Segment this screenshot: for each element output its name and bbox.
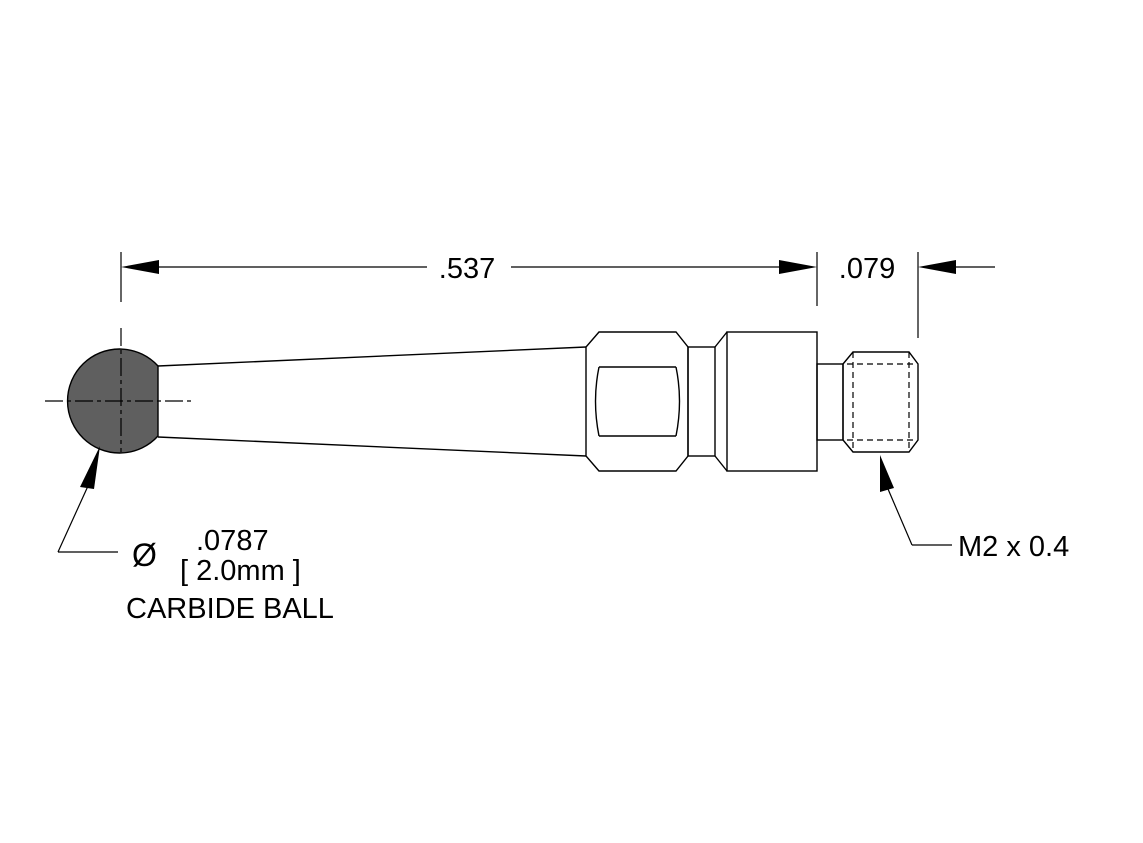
- dimension-537: .537: [121, 253, 817, 285]
- ball-leader: [57, 446, 118, 553]
- diameter-symbol: Ø: [132, 537, 157, 573]
- arrowhead-thread: [918, 260, 956, 274]
- dimension-label-537: .537: [439, 253, 495, 285]
- diameter-mm: [ 2.0mm ]: [180, 555, 301, 587]
- threaded-end: [842, 351, 919, 453]
- arrowhead-left: [121, 260, 159, 274]
- thread-relief: [816, 363, 844, 441]
- neck: [687, 331, 728, 472]
- thread-leader: M2 x 0.4: [880, 455, 1069, 563]
- ball-callout: Ø .0787 [ 2.0mm ] CARBIDE BALL: [126, 525, 334, 625]
- diameter-inch: .0787: [196, 525, 269, 557]
- thread-spec-label: M2 x 0.4: [958, 531, 1069, 563]
- arrowhead-right: [779, 260, 817, 274]
- shoulder-collar: [726, 331, 818, 472]
- carbide-ball: [45, 328, 192, 454]
- material-label: CARBIDE BALL: [126, 593, 334, 625]
- tapered-stem: [157, 346, 587, 457]
- dimension-079: .079: [839, 253, 995, 285]
- dimension-label-079: .079: [839, 253, 895, 285]
- hex-section: [585, 331, 689, 472]
